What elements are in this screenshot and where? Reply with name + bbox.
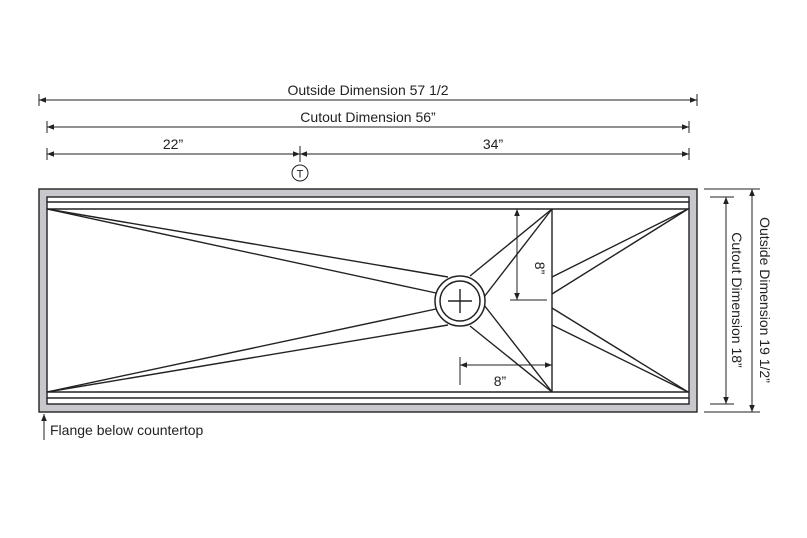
drain-vertical-label: 8” xyxy=(532,262,548,275)
cutout-height-dimension: Cutout Dimension 18” xyxy=(710,196,745,405)
flange-note-label: Flange below countertop xyxy=(50,422,204,438)
slope-lines xyxy=(46,208,689,393)
cutout-width-dimension: Cutout Dimension 56” xyxy=(46,109,690,133)
drain-vertical-dimension: 8” xyxy=(510,209,548,301)
left-segment-label: 22” xyxy=(163,136,184,152)
sink-outline xyxy=(38,188,698,413)
faucet-marker-icon xyxy=(291,164,309,182)
drain-horizontal-dimension: 8” xyxy=(459,357,552,389)
drain-horizontal-label: 8” xyxy=(494,373,507,389)
outside-height-dimension: Outside Dimension 19 1/2” xyxy=(704,188,773,413)
flange-note: Flange below countertop xyxy=(41,414,204,440)
drain-icon xyxy=(434,275,486,327)
cutout-edge xyxy=(46,196,690,405)
outside-height-label: Outside Dimension 19 1/2” xyxy=(757,217,773,383)
faucet-position-dimension: 22” 34” T xyxy=(46,136,690,182)
outside-width-dimension: Outside Dimension 57 1/2 xyxy=(38,82,698,106)
cutout-height-label: Cutout Dimension 18” xyxy=(729,232,745,368)
outside-width-label: Outside Dimension 57 1/2 xyxy=(287,82,448,98)
cutout-width-label: Cutout Dimension 56” xyxy=(300,109,436,125)
right-segment-label: 34” xyxy=(483,136,504,152)
faucet-marker-label: T xyxy=(297,169,304,181)
